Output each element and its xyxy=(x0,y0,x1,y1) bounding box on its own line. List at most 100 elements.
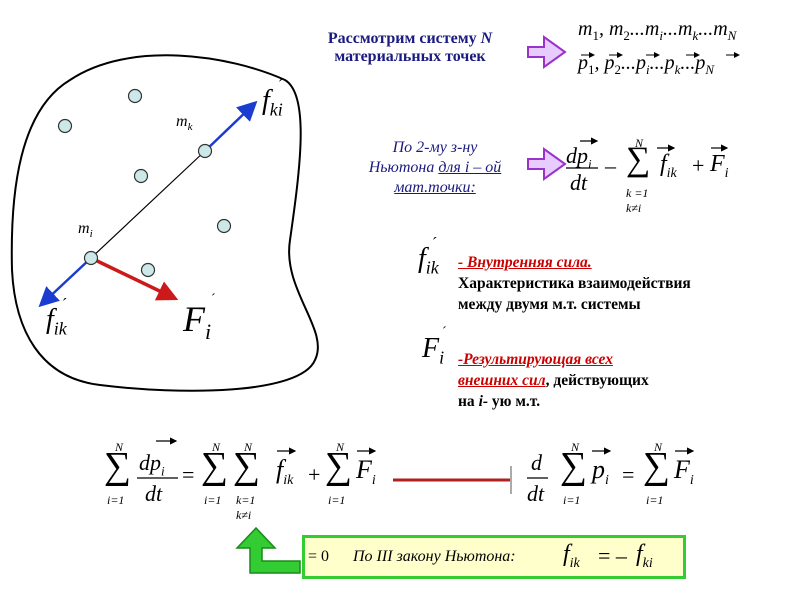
internal-force-text: - Внутренняя сила. Характеристика взаимо… xyxy=(458,252,691,315)
system-title-var: N xyxy=(480,30,493,47)
implies-arrow-2 xyxy=(527,147,567,181)
third-law-box xyxy=(302,535,686,579)
prime: ´ xyxy=(211,292,216,307)
p: p xyxy=(150,450,161,475)
sum-eq-numerator: dpi xyxy=(139,450,165,479)
sub-ik: ik xyxy=(283,473,294,489)
newton-label-underlined: для i – ой xyxy=(438,159,502,176)
label-fik: fik´ xyxy=(46,296,67,340)
sum2-sigma: ∑ xyxy=(201,445,229,487)
material-point xyxy=(216,218,232,234)
f: f xyxy=(262,85,270,116)
momentum-list: p1, p2...pi...pk...pN xyxy=(578,52,714,78)
material-point xyxy=(127,88,143,104)
implies-arrow-1 xyxy=(527,35,567,69)
eq2-numerator: dpi xyxy=(566,143,592,172)
label-mi: mi xyxy=(78,220,93,240)
p: ...p xyxy=(621,52,646,74)
sub: i xyxy=(89,228,93,241)
F: F xyxy=(422,333,440,364)
m: ...m xyxy=(698,18,728,40)
green-bent-arrow xyxy=(235,526,301,574)
sum3-bottom: k=1 xyxy=(236,493,256,507)
external-force-symbol: Fi´ xyxy=(422,325,447,369)
sum6-top: N xyxy=(654,440,663,454)
sub-ik: ik xyxy=(569,555,580,571)
external-force-prefix: на xyxy=(458,393,475,410)
f: f xyxy=(563,541,570,567)
newton-label: По 2-му з-ну Ньютона для i – ой мат.точк… xyxy=(340,138,530,198)
eq2-f: fik xyxy=(660,151,677,182)
material-point xyxy=(140,262,156,278)
d: d xyxy=(566,143,577,168)
external-force-title1: -Результирующая всех xyxy=(458,351,613,368)
p: ...p xyxy=(680,52,706,74)
sum-eq-f: fik xyxy=(276,455,293,489)
sub-i: i xyxy=(724,165,729,181)
f: f xyxy=(636,541,643,567)
internal-force-symbol: fik´ xyxy=(418,235,439,279)
d: d xyxy=(139,450,150,475)
p: ...p xyxy=(649,52,675,74)
p: , p xyxy=(594,52,615,74)
sub: 2 xyxy=(614,62,622,77)
F: F xyxy=(710,151,725,177)
sum4-bottom: i=1 xyxy=(328,493,346,507)
sub-i: i xyxy=(371,473,376,489)
sub: 2 xyxy=(623,28,630,43)
force-fik-arrow xyxy=(38,257,92,308)
m: m xyxy=(578,18,593,40)
sub: ik xyxy=(425,257,439,278)
sub: ik xyxy=(53,318,67,339)
newton-label-line3: мат.точки: xyxy=(394,179,476,196)
sum-eq-denominator: dt xyxy=(145,481,163,506)
eq2-F: Fi xyxy=(710,151,729,182)
material-point xyxy=(57,118,73,134)
eq2-sigma: ∑ xyxy=(626,141,651,178)
system-title-line2: материальных точек xyxy=(334,48,486,65)
sum1-top: N xyxy=(115,440,124,454)
material-body-outline xyxy=(10,54,319,392)
sum4-top: N xyxy=(336,440,345,454)
eq2-plus: + xyxy=(692,153,705,178)
F: F xyxy=(183,299,205,339)
prime: ´ xyxy=(62,296,68,313)
mass-list: m1, m2...mi...mk...mN xyxy=(578,18,736,44)
eq2-sum-top: N xyxy=(635,136,644,150)
third-law-fki: fki xyxy=(636,541,653,572)
sum2-top: N xyxy=(212,440,221,454)
m: m xyxy=(78,220,90,237)
sum6-sigma: ∑ xyxy=(643,445,671,487)
point-mk xyxy=(197,143,213,159)
external-force-arrow xyxy=(90,256,179,301)
newton-label-prefix: Ньютона xyxy=(368,159,435,176)
p: p xyxy=(592,455,605,484)
F: F xyxy=(674,455,690,484)
sub: 1 xyxy=(588,62,595,77)
prime: ´ xyxy=(278,77,284,94)
sub: i xyxy=(205,319,212,345)
internal-force-desc1: Характеристика взаимодействия xyxy=(458,275,691,292)
sum3-bottom2: k≠i xyxy=(236,508,252,522)
sub-i: i xyxy=(161,463,165,479)
eq2-denominator: dt xyxy=(570,170,588,195)
sum3-top: N xyxy=(244,440,253,454)
sum1-bottom: i=1 xyxy=(107,493,125,507)
sum-eq-plus: + xyxy=(308,462,321,487)
prime: ´ xyxy=(442,325,447,340)
newton-label-line1: По 2-му з-ну xyxy=(392,139,478,156)
label-fki: fki´ xyxy=(262,77,283,121)
sum3-sigma: ∑ xyxy=(233,445,261,487)
sub: 1 xyxy=(592,28,599,43)
sub: k xyxy=(692,28,699,43)
sub: N xyxy=(705,62,715,77)
interaction-line xyxy=(90,150,206,259)
f: f xyxy=(660,151,667,177)
m: ...m xyxy=(629,18,660,40)
rhs-F: Fi xyxy=(674,455,694,489)
system-title-line1: Рассмотрим систему xyxy=(327,30,477,47)
label-mk: mk xyxy=(176,113,192,133)
sum5-sigma: ∑ xyxy=(560,445,588,487)
sum6-bottom: i=1 xyxy=(646,493,664,507)
sum5-top: N xyxy=(571,440,580,454)
